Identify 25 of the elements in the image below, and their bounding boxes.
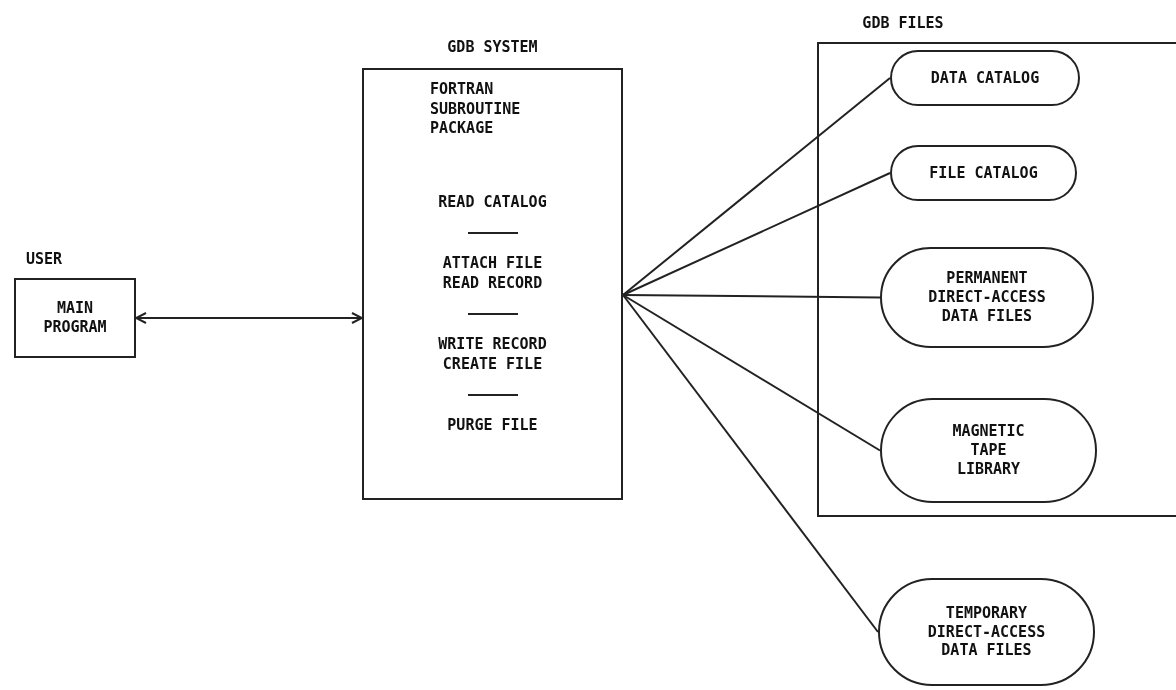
file-pill xyxy=(878,578,1095,686)
node-label: MAIN PROGRAM xyxy=(42,299,108,337)
connector-line xyxy=(622,294,881,299)
file-pill xyxy=(880,398,1097,503)
file-pill xyxy=(890,50,1080,106)
function-label: FORTRAN SUBROUTINE PACKAGE xyxy=(430,80,522,139)
heading: GDB FILES xyxy=(861,14,945,32)
node-label: MAGNETIC TAPE LIBRARY xyxy=(951,422,1026,479)
connector-line xyxy=(622,294,881,452)
heading: USER xyxy=(25,250,64,268)
function-label: ATTACH FILE READ RECORD xyxy=(441,254,544,293)
function-label: PURGE FILE xyxy=(446,416,539,436)
node-label: TEMPORARY DIRECT-ACCESS DATA FILES xyxy=(926,603,1047,661)
node-label: FILE CATALOG xyxy=(928,163,1039,183)
arrow xyxy=(135,312,363,324)
node-label: DATA CATALOG xyxy=(929,68,1041,88)
file-pill xyxy=(890,145,1077,201)
connector-line xyxy=(622,172,891,296)
file-pill xyxy=(880,247,1094,348)
node-label: PERMANENT DIRECT-ACCESS DATA FILES xyxy=(927,269,1047,326)
connector-line xyxy=(622,77,891,296)
connector-line xyxy=(622,294,879,633)
heading: GDB SYSTEM xyxy=(446,38,539,56)
function-label: WRITE RECORD CREATE FILE xyxy=(437,335,548,374)
function-label: READ CATALOG xyxy=(437,192,548,212)
